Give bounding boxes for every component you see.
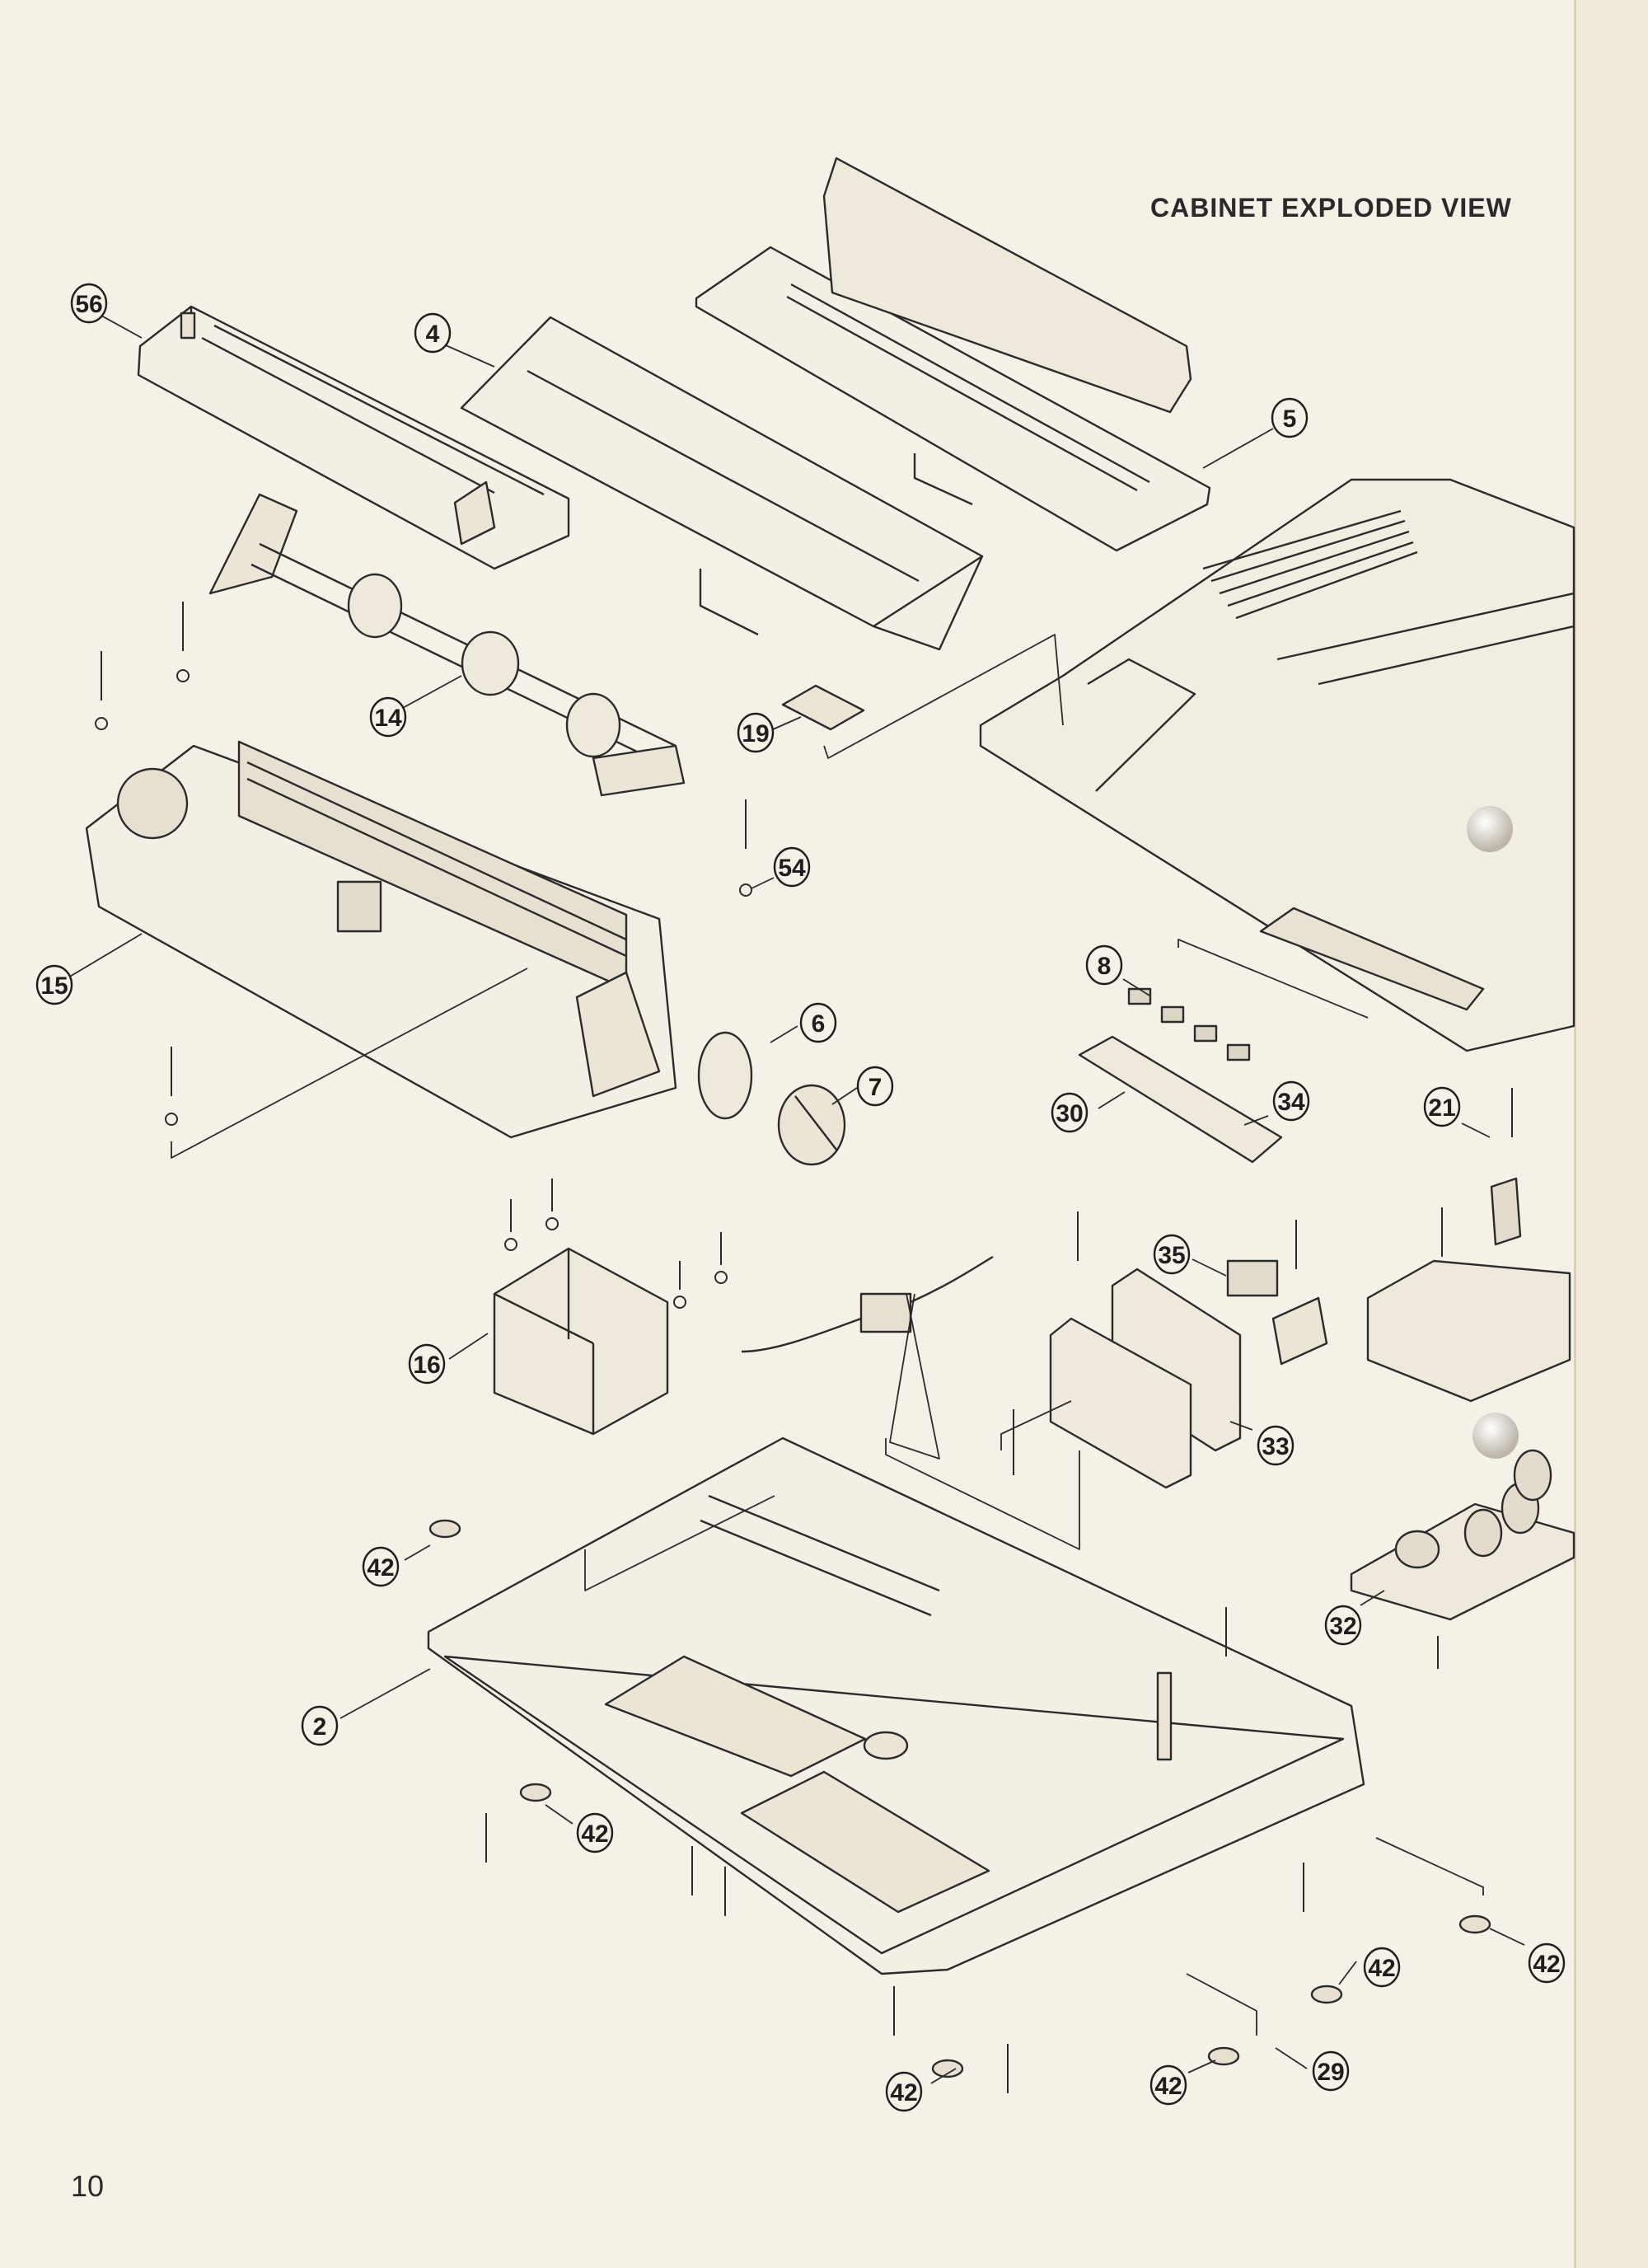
callout-8: 8 <box>1085 944 1123 986</box>
rubber-feet <box>428 1519 1491 2078</box>
callout-42-d: 42 <box>1363 1947 1401 1988</box>
callout-4: 4 <box>414 312 452 354</box>
callout-32: 32 <box>1324 1605 1362 1646</box>
callout-42-c: 42 <box>1528 1942 1566 1984</box>
paper-separator-part <box>695 157 1211 552</box>
callout-34: 34 <box>1272 1080 1310 1122</box>
callout-21: 21 <box>1423 1086 1461 1127</box>
page-number: 10 <box>71 2169 105 2203</box>
svg-text:42: 42 <box>367 1554 394 1582</box>
svg-text:54: 54 <box>778 855 806 882</box>
svg-text:4: 4 <box>426 321 440 348</box>
callout-6: 6 <box>799 1002 837 1043</box>
svg-text:33: 33 <box>1262 1433 1289 1460</box>
svg-text:29: 29 <box>1317 2059 1344 2086</box>
svg-text:42: 42 <box>890 2079 917 2106</box>
callout-42-a: 42 <box>362 1546 400 1587</box>
upper-case-part <box>979 478 1575 1052</box>
svg-text:56: 56 <box>75 291 102 318</box>
callout-29: 29 <box>1312 2050 1350 2092</box>
binding-hole-upper <box>1467 806 1513 852</box>
svg-text:8: 8 <box>1098 953 1112 980</box>
svg-text:42: 42 <box>1154 2073 1182 2100</box>
ribbon-guide-part <box>137 305 570 570</box>
screws <box>95 602 1513 2093</box>
svg-text:5: 5 <box>1283 405 1297 433</box>
transformer-part <box>493 1247 669 1436</box>
printer-mechanism-part <box>85 740 677 1139</box>
callout-42-f: 42 <box>885 2071 923 2112</box>
page-title: CABINET EXPLODED VIEW <box>1150 193 1512 223</box>
label-plate-part <box>781 684 865 731</box>
svg-text:35: 35 <box>1158 1242 1185 1269</box>
callout-2: 2 <box>301 1705 339 1746</box>
power-supply-part <box>1350 1449 1575 1621</box>
callout-42-b: 42 <box>576 1812 614 1853</box>
shield-bracket-part <box>1366 1177 1571 1403</box>
svg-text:14: 14 <box>374 705 402 732</box>
svg-text:30: 30 <box>1056 1100 1083 1127</box>
svg-text:42: 42 <box>1533 1951 1560 1978</box>
tractor-unit-part <box>208 493 686 797</box>
callout-leaders <box>59 315 1525 2084</box>
binding-hole-lower <box>1472 1413 1519 1459</box>
svg-text:19: 19 <box>742 720 769 747</box>
callouts: 56 4 5 14 19 54 15 6 7 8 30 34 21 35 16 … <box>35 283 1566 2112</box>
svg-text:6: 6 <box>812 1010 826 1038</box>
svg-text:15: 15 <box>40 972 68 1000</box>
callout-15: 15 <box>35 964 73 1005</box>
callout-7: 7 <box>856 1066 894 1107</box>
platen-knob-part <box>697 1031 846 1166</box>
switch-board-part <box>1078 987 1283 1164</box>
svg-text:34: 34 <box>1277 1089 1305 1116</box>
svg-text:32: 32 <box>1329 1613 1356 1640</box>
lower-case-part <box>427 1436 1365 1975</box>
svg-text:7: 7 <box>868 1074 883 1101</box>
top-cover-part <box>460 316 984 651</box>
callout-35: 35 <box>1153 1234 1191 1275</box>
svg-text:42: 42 <box>581 1820 608 1848</box>
callout-16: 16 <box>408 1343 446 1385</box>
callout-56: 56 <box>70 283 108 324</box>
svg-text:2: 2 <box>313 1713 327 1741</box>
svg-text:21: 21 <box>1428 1094 1455 1122</box>
svg-text:16: 16 <box>413 1352 440 1379</box>
callout-54: 54 <box>773 846 811 888</box>
callout-14: 14 <box>369 696 407 738</box>
control-board-part <box>1049 1259 1328 1489</box>
adjacent-page-edge <box>1574 0 1648 2268</box>
callout-33: 33 <box>1257 1425 1295 1466</box>
callout-42-e: 42 <box>1149 2064 1187 2106</box>
callout-30: 30 <box>1051 1092 1089 1133</box>
svg-text:42: 42 <box>1368 1955 1395 1982</box>
callout-5: 5 <box>1271 397 1309 438</box>
callout-19: 19 <box>737 712 775 753</box>
power-cord-part <box>741 1255 994 1353</box>
assembly-lines <box>171 634 1484 2036</box>
